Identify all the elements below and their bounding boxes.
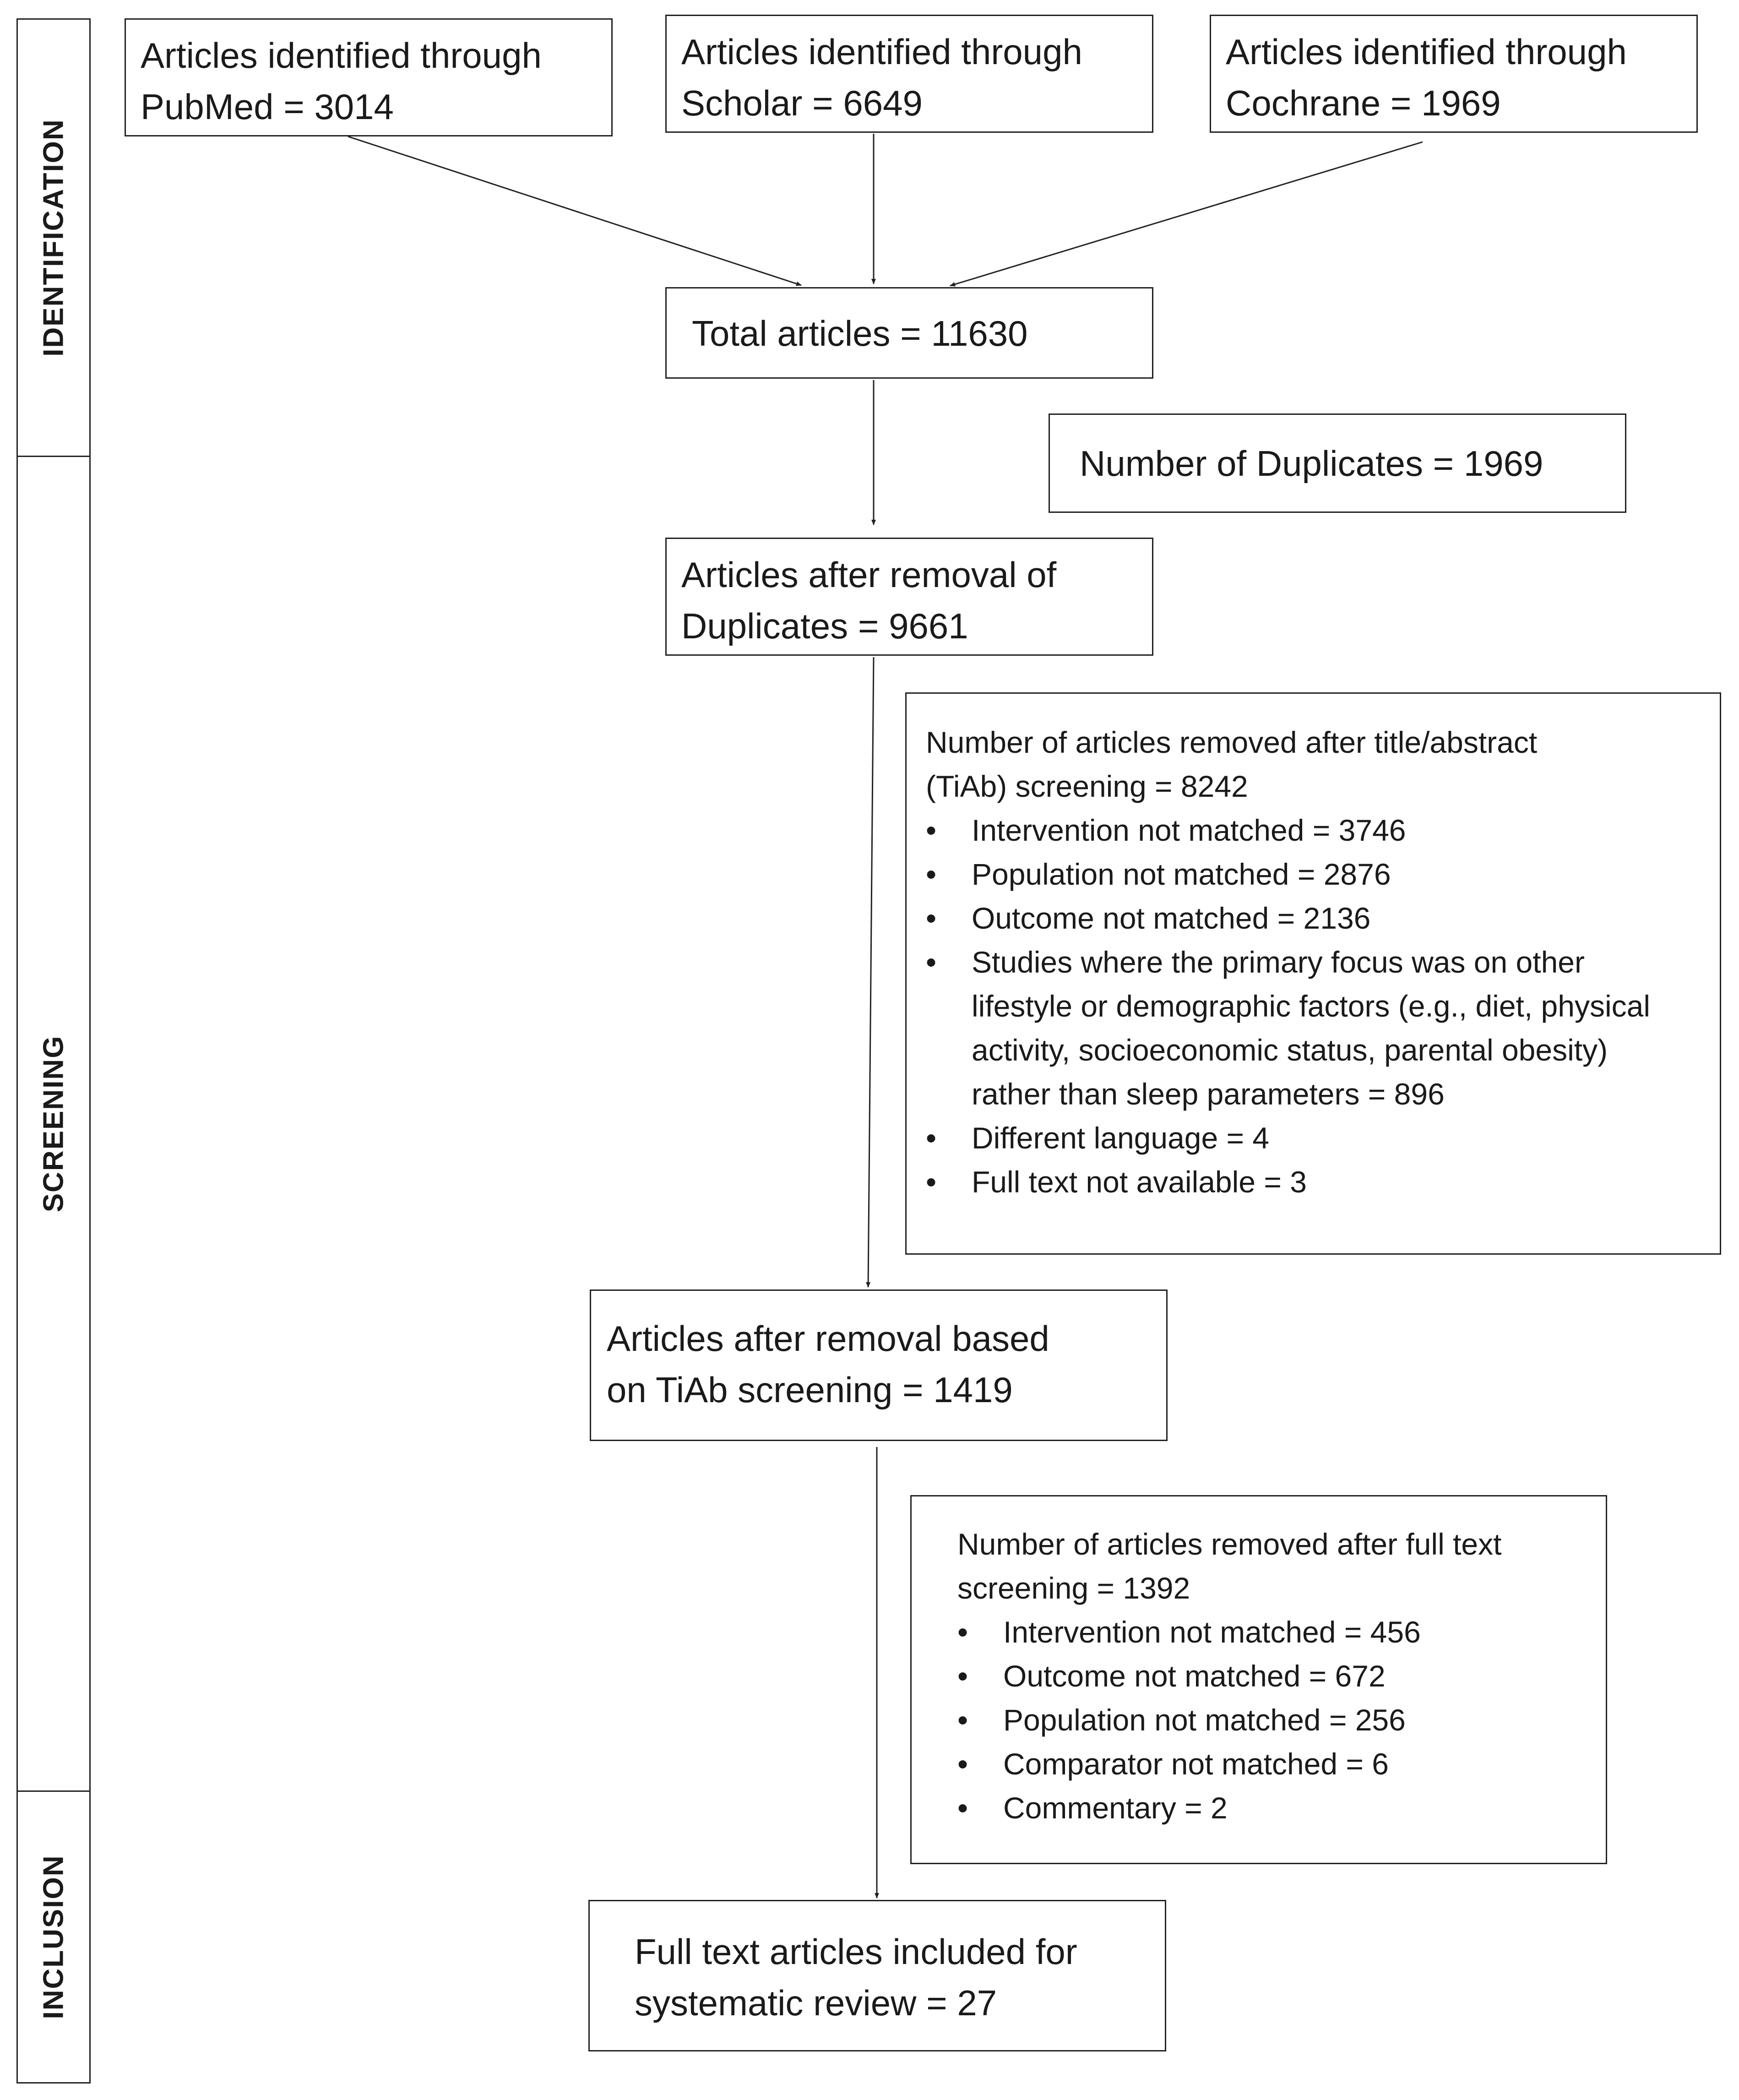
after-duplicates-text: Articles after removal of Duplicates = 9…: [681, 555, 1057, 646]
tiab-removed-box: Number of articles removed after title/a…: [905, 692, 1721, 1255]
list-item: Intervention not matched = 456: [957, 1610, 1587, 1654]
list-item: Studies where the primary focus was on o…: [926, 940, 1692, 1116]
list-item: Full text not available = 3: [926, 1160, 1692, 1204]
total-box: Total articles = 11630: [665, 287, 1153, 379]
arrow-cochrane-to-total: [950, 141, 1423, 287]
list-item: Population not matched = 256: [957, 1698, 1587, 1742]
list-item: Different language = 4: [926, 1116, 1692, 1160]
fulltext-removed-list: Intervention not matched = 456 Outcome n…: [957, 1610, 1587, 1830]
tiab-removed-list: Intervention not matched = 3746 Populati…: [926, 808, 1692, 1204]
arrow-after-duplicates-to-after-tiab: [866, 657, 875, 1288]
list-item: Outcome not matched = 672: [957, 1654, 1587, 1698]
included-text: Full text articles included for systemat…: [635, 1931, 1077, 2023]
duplicates-box: Number of Duplicates = 1969: [1049, 413, 1626, 513]
phase-inclusion: INCLUSION: [16, 1790, 91, 2084]
included-box: Full text articles included for systemat…: [588, 1900, 1166, 2051]
tiab-removed-heading: Number of articles removed after title/a…: [926, 725, 1538, 803]
scholar-box: Articles identified through Scholar = 66…: [665, 15, 1153, 133]
list-item: Commentary = 2: [957, 1786, 1587, 1830]
list-item: Comparator not matched = 6: [957, 1742, 1587, 1786]
duplicates-text: Number of Duplicates = 1969: [1080, 443, 1543, 484]
phase-identification: IDENTIFICATION: [16, 18, 91, 457]
arrow-pubmed-to-total: [348, 136, 802, 286]
cochrane-text: Articles identified through Cochrane = 1…: [1226, 32, 1627, 123]
list-item: Outcome not matched = 2136: [926, 896, 1692, 940]
phase-screening: SCREENING: [16, 456, 91, 1792]
after-tiab-box: Articles after removal based on TiAb scr…: [590, 1289, 1168, 1441]
fulltext-removed-heading: Number of articles removed after full te…: [957, 1527, 1502, 1605]
list-item: Population not matched = 2876: [926, 852, 1692, 896]
pubmed-text: Articles identified through PubMed = 301…: [141, 35, 542, 127]
after-duplicates-box: Articles after removal of Duplicates = 9…: [665, 538, 1153, 656]
list-item: Intervention not matched = 3746: [926, 808, 1692, 852]
pubmed-box: Articles identified through PubMed = 301…: [125, 18, 613, 136]
after-tiab-text: Articles after removal based on TiAb scr…: [607, 1318, 1049, 1410]
cochrane-box: Articles identified through Cochrane = 1…: [1210, 15, 1698, 133]
total-text: Total articles = 11630: [692, 313, 1028, 354]
fulltext-removed-box: Number of articles removed after full te…: [910, 1495, 1607, 1864]
scholar-text: Articles identified through Scholar = 66…: [681, 32, 1082, 123]
